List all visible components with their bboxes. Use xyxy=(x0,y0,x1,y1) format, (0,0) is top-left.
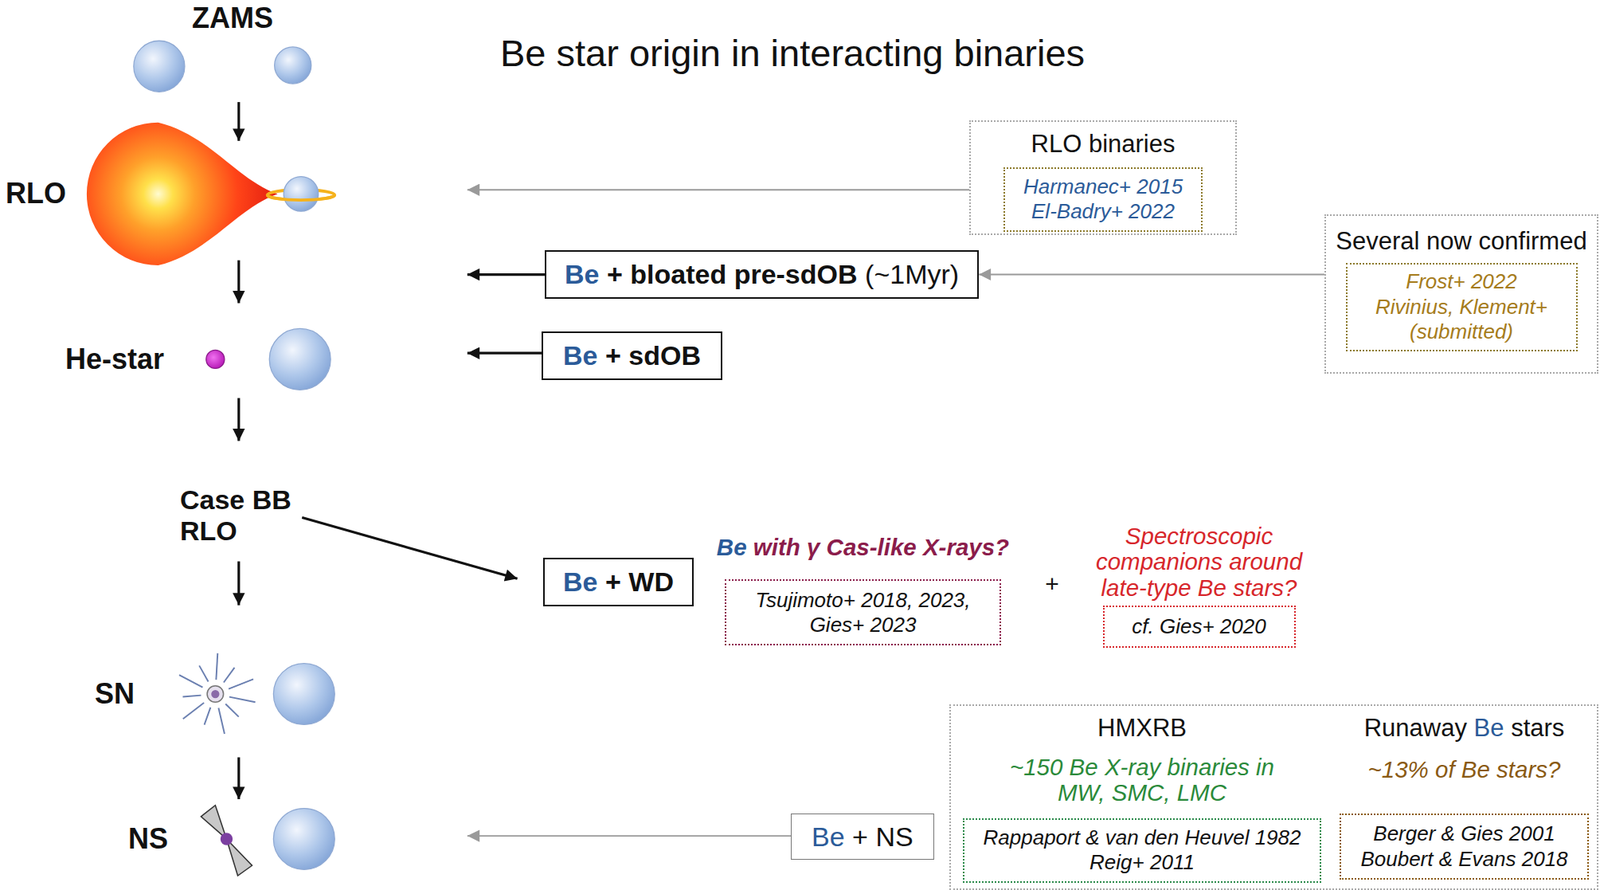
text-line: Berger & Gies 2001 Boubert & Evans 2018 xyxy=(1349,821,1580,871)
node-text: RLO binaries xyxy=(1031,129,1176,158)
node-text: Be xyxy=(1474,713,1505,742)
node-box: Spectroscopic companions around late-typ… xyxy=(1081,523,1317,648)
node-text: with γ Cas-like X-rays? xyxy=(753,533,1010,560)
text-line: ~13% of Be stars? xyxy=(1368,756,1561,783)
connector xyxy=(978,273,1325,276)
text-line: Be+ sdOB xyxy=(563,339,701,372)
text-line: Harmanec+ 2015 El-Badry+ 2022 xyxy=(1011,174,1196,224)
supernova-ray xyxy=(183,702,204,719)
node-text: Runaway xyxy=(1364,713,1467,742)
pointer-arrows xyxy=(467,189,970,836)
node-text: Spectroscopic companions around late-typ… xyxy=(1089,523,1309,601)
node-text: ~13% of Be stars? xyxy=(1368,755,1561,783)
stage-label: He-star xyxy=(65,342,165,376)
supernova-ray xyxy=(199,665,208,681)
node-text: + sdOB xyxy=(605,340,701,371)
node-text: Berger & Gies 2001 Boubert & Evans 2018 xyxy=(1349,821,1580,871)
stage-label: RLO xyxy=(5,176,67,210)
node-box: Frost+ 2022 Rivinius, Klement+ (submitte… xyxy=(1345,262,1578,352)
text-line: Be+ NS xyxy=(811,820,914,853)
text-line: Bewith γ Cas-like X-rays? xyxy=(716,534,1010,560)
rlo-binary xyxy=(86,122,335,266)
node-text: Be xyxy=(811,821,845,852)
stage-label: Case BB RLO xyxy=(179,484,313,547)
text-line: Rappaport & van den Heuvel 1982 Reig+ 20… xyxy=(971,825,1314,875)
node-text: Be xyxy=(716,533,748,560)
node-box: HMXRB ~150 Be X-ray binaries in MW, SMC, … xyxy=(949,704,1599,890)
text-line: Tsujimoto+ 2018, 2023, Gies+ 2023 xyxy=(738,587,989,638)
citation-box: Rappaport & van den Heuvel 1982 Reig+ 20… xyxy=(962,817,1322,883)
node-text: cf. Gies+ 2020 xyxy=(1131,614,1266,638)
text-line: Several now confirmed xyxy=(1335,226,1587,256)
text-line: HMXRB xyxy=(1097,713,1187,743)
supernova-ray xyxy=(228,678,254,689)
node-text: + NS xyxy=(852,821,914,852)
node-text: + WD xyxy=(605,566,674,597)
text-line: RunawayBestars xyxy=(1364,713,1565,743)
supernova-ray xyxy=(223,667,235,683)
supernova-ray xyxy=(225,704,239,717)
stage-label: NS xyxy=(128,821,169,855)
node-box: Several now confirmedFrost+ 2022 Riviniu… xyxy=(1324,214,1599,374)
node-text: Several now confirmed xyxy=(1335,226,1587,255)
node-text: Be xyxy=(564,258,599,290)
text-line: ~150 Be X-ray binaries in MW, SMC, LMC xyxy=(999,754,1286,806)
stage-label: SN xyxy=(94,676,135,710)
node-text: Be xyxy=(563,566,598,597)
node-text: Tsujimoto+ 2018, 2023, Gies+ 2023 xyxy=(738,587,989,638)
node-text: Frost+ 2022 Rivinius, Klement+ (submitte… xyxy=(1369,269,1555,345)
text-line: Be+ bloated pre-sdOB(~1Myr) xyxy=(564,258,959,291)
zams-stars xyxy=(133,40,312,92)
node-text: ~150 Be X-ray binaries in MW, SMC, LMC xyxy=(999,754,1286,806)
stage-label: + xyxy=(1044,570,1060,599)
stage-arrows xyxy=(238,101,545,799)
node-text: Be xyxy=(563,340,598,371)
node-text: HMXRB xyxy=(1097,713,1187,742)
citation-box: Tsujimoto+ 2018, 2023, Gies+ 2023 xyxy=(724,578,1002,646)
text-line: RLO binaries xyxy=(1031,129,1176,159)
supernova-ray xyxy=(215,653,218,680)
node-box: Be+ WD xyxy=(543,557,694,607)
text-line: cf. Gies+ 2020 xyxy=(1131,614,1266,639)
he-star-binary xyxy=(206,328,331,390)
supernova-ray xyxy=(218,708,225,734)
supernova-ray xyxy=(229,696,256,703)
node-text: Harmanec+ 2015 El-Badry+ 2022 xyxy=(1011,174,1196,224)
node-text: (~1Myr) xyxy=(864,258,959,290)
citation-box: cf. Gies+ 2020 xyxy=(1103,605,1296,648)
diagram-title: Be star origin in interacting binaries xyxy=(500,31,1085,75)
node-box: Be+ bloated pre-sdOB(~1Myr) xyxy=(544,250,979,299)
node-box: Be+ NS xyxy=(790,813,935,860)
citation-box: Berger & Gies 2001 Boubert & Evans 2018 xyxy=(1339,813,1589,880)
node-box: RunawayBestars ~13% of Be stars? Berger & … xyxy=(1339,713,1589,880)
supernova-ray xyxy=(204,707,212,725)
supernova-ray xyxy=(179,674,203,688)
supernova xyxy=(179,653,335,734)
text-line: Spectroscopic companions around late-typ… xyxy=(1089,523,1309,601)
node-text: stars xyxy=(1510,713,1565,742)
supernova-ray xyxy=(182,695,201,697)
node-box: Harmanec+ 2015 El-Badry+ 2022 xyxy=(1003,167,1203,232)
node-box: Bewith γ Cas-like X-rays? Tsujimoto+ 2018… xyxy=(713,534,1013,646)
neutron-star-binary xyxy=(200,805,335,876)
node-box: HMXRB ~150 Be X-ray binaries in MW, SMC, … xyxy=(962,713,1322,883)
stage-label: ZAMS xyxy=(191,1,274,35)
node-text: + bloated pre-sdOB xyxy=(606,258,858,290)
text-line: Frost+ 2022 Rivinius, Klement+ (submitte… xyxy=(1369,269,1555,345)
node-text: Rappaport & van den Heuvel 1982 Reig+ 20… xyxy=(971,825,1314,875)
text-line: Be+ WD xyxy=(563,565,674,599)
node-box: RLO binariesHarmanec+ 2015 El-Badry+ 202… xyxy=(969,120,1237,235)
node-box: Be+ sdOB xyxy=(541,331,723,380)
